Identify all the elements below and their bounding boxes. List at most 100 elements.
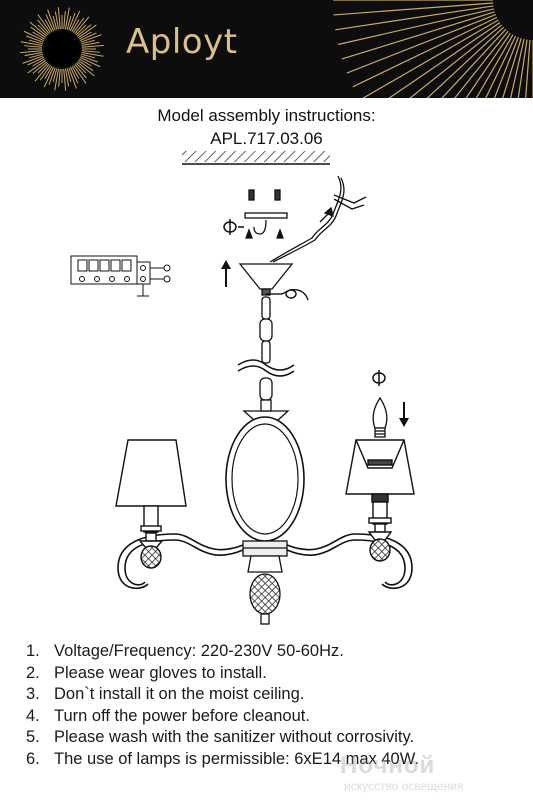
sunburst-ray <box>24 45 43 48</box>
sunburst-ray <box>475 34 514 98</box>
sunburst-ray <box>37 14 51 33</box>
sunburst-ray <box>48 67 56 85</box>
sunburst-ray <box>485 35 517 98</box>
sunburst-ray <box>76 24 92 37</box>
sunburst-ray <box>362 19 499 98</box>
sunburst-ray <box>57 7 61 30</box>
sunburst-ray <box>493 37 519 98</box>
instruction-item: 3.Don`t install it on the moist ceiling. <box>26 685 305 704</box>
sunburst-ray <box>81 41 100 47</box>
sunburst-ray <box>64 7 70 30</box>
sunburst-ray <box>45 14 55 32</box>
sunburst-ray <box>44 19 53 32</box>
instruction-item: 2.Please wear gloves to install. <box>26 663 267 682</box>
sunburst-ray <box>54 11 60 30</box>
instruction-list: 1.Voltage/Frequency: 220-230V 50-60Hz. 2… <box>26 641 419 771</box>
sunburst-ray <box>68 13 76 31</box>
sunburst-ray <box>346 14 496 74</box>
sunburst-ray <box>81 53 95 59</box>
sunburst-ray <box>79 58 92 67</box>
sunburst-ray <box>39 65 51 81</box>
sunburst-ray <box>23 30 45 42</box>
sunburst-ray <box>81 44 104 48</box>
sunburst-ray <box>510 38 525 98</box>
chain <box>259 296 273 401</box>
instruction-item: 6.The use of lamps is permissible: 6xE14… <box>26 749 419 768</box>
sunburst-ray <box>79 31 92 40</box>
supply-cable <box>269 175 367 263</box>
chain-break-mark <box>237 359 295 371</box>
sunburst-ray <box>26 35 44 43</box>
page-title: Model assembly instructions: <box>157 106 376 125</box>
sunburst-ray <box>54 68 60 91</box>
sunburst-ray <box>22 55 44 64</box>
sunburst-ray <box>73 17 85 33</box>
sunburst-ray <box>29 21 48 37</box>
sunburst-ray <box>71 66 80 79</box>
model-number: APL.717.03.06 <box>210 129 323 148</box>
instruction-item: 1.Voltage/Frequency: 220-230V 50-60Hz. <box>26 642 344 660</box>
sunburst-ray <box>75 62 87 74</box>
sunburst-ray <box>76 61 95 77</box>
sunburst-ray <box>337 8 495 46</box>
sunburst-ray <box>454 30 509 98</box>
instruction-item: 5.Please wash with the sanitizer without… <box>26 728 415 747</box>
sunburst-ray <box>335 5 494 31</box>
sunburst-icon <box>20 0 533 98</box>
sunburst-ray <box>78 60 94 72</box>
sunburst-ray <box>29 39 43 45</box>
sunburst-ray <box>63 11 66 30</box>
sunburst-ray <box>29 53 43 59</box>
center-oval-frame <box>225 399 305 625</box>
sunburst-ray <box>74 16 90 35</box>
sunburst-ray <box>333 2 494 16</box>
sunburst-ray <box>409 24 503 98</box>
sunburst-ray <box>80 55 98 63</box>
sunburst-ray <box>426 26 505 98</box>
instruction-item: 4.Turn off the power before cleanout. <box>26 706 310 725</box>
sunburst-ray <box>69 10 81 32</box>
sunburst-ray <box>74 63 87 79</box>
sunburst-ray <box>517 39 528 98</box>
sunburst-ray <box>58 68 61 87</box>
sunburst-ray <box>64 68 70 87</box>
sunburst-ray <box>465 32 511 98</box>
sunburst-ray <box>66 68 72 82</box>
mounting-plate <box>244 189 288 239</box>
sunburst-ray <box>52 16 58 30</box>
sunburst-ray <box>80 34 102 43</box>
sunburst-ray <box>34 63 50 82</box>
sunburst-ray <box>341 11 495 60</box>
sunburst-ray <box>32 58 45 67</box>
sunburst-ray <box>79 56 101 68</box>
sunburst-ray <box>525 39 531 98</box>
sunburst-ray <box>47 9 56 31</box>
sunburst-ray <box>20 41 43 47</box>
ceiling-canopy <box>238 263 294 296</box>
sunburst-ray <box>63 68 67 91</box>
sunburst-ray <box>69 66 79 84</box>
screw-icon <box>223 219 244 235</box>
down-arrow-icon <box>399 402 409 427</box>
sunburst-ray <box>52 68 58 82</box>
sunburst-ray <box>79 32 97 42</box>
sunburst-ray <box>352 16 498 88</box>
sunburst-ray <box>68 67 77 89</box>
wiring-terminal-diagram <box>70 255 171 297</box>
sunburst-ray <box>66 16 72 30</box>
sunburst-ray <box>75 24 87 36</box>
sunburst-ray <box>71 19 80 32</box>
sunburst-ray <box>441 28 507 98</box>
watermark: Ночной искусство освещения <box>340 752 464 793</box>
sunburst-ray <box>81 51 104 57</box>
sunburst-ray <box>30 26 46 38</box>
up-arrow-icon <box>221 260 231 287</box>
assembly-diagram <box>70 151 415 625</box>
bulb-screw-icon <box>372 370 386 386</box>
ceiling-hatch <box>182 151 330 165</box>
right-lamp-shade <box>345 439 415 562</box>
sunburst-ray <box>81 50 100 53</box>
sunburst-ray <box>37 24 49 36</box>
sunburst-ray <box>81 39 95 45</box>
sunburst-ray <box>388 22 501 98</box>
